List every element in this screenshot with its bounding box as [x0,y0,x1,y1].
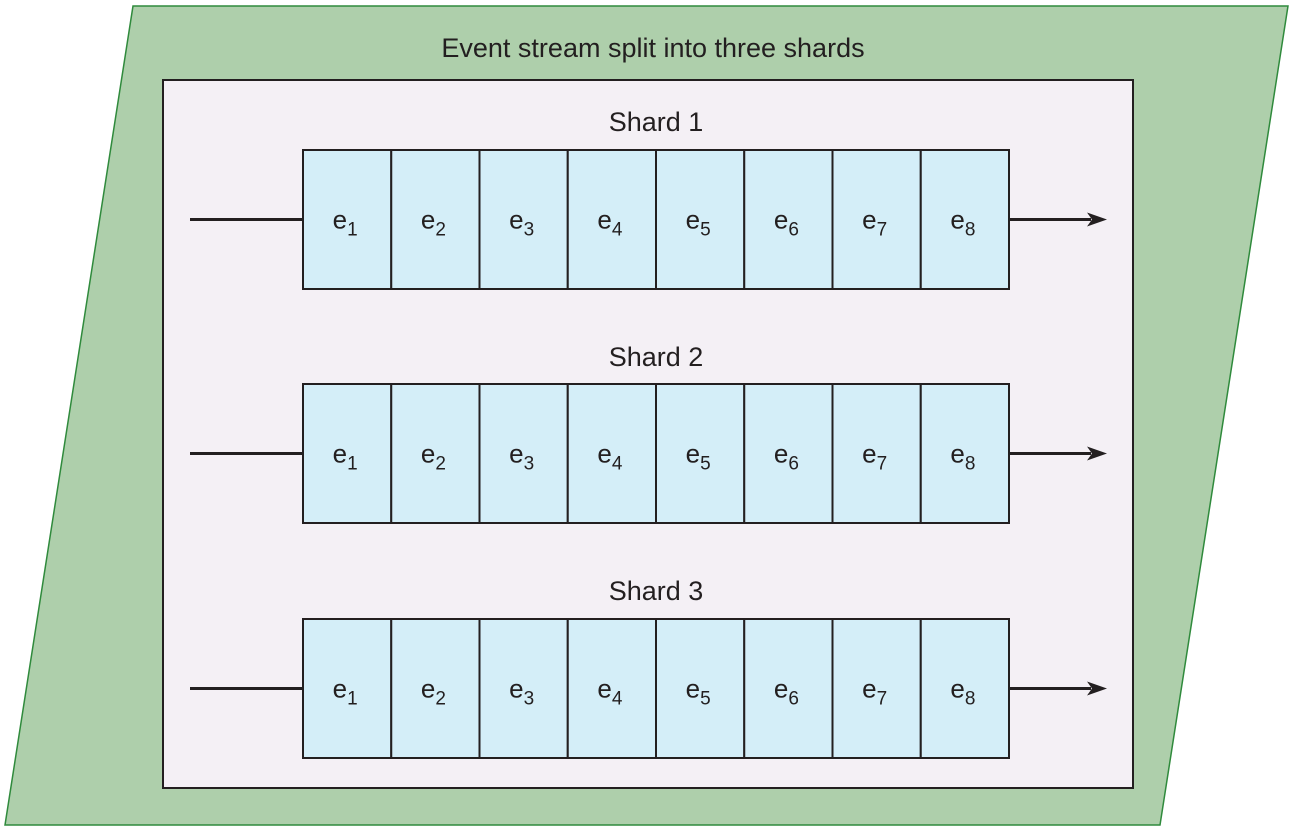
shard-1: Shard 1 e1 e2 e3 e4 e5 e6 e7 e8 [190,107,1107,290]
event-label: e7 [862,674,887,710]
event-label: e6 [774,674,799,710]
event-cell [743,383,834,524]
event-label: e8 [950,674,975,710]
diagram-title: Event stream split into three shards [441,33,864,63]
event-label: e4 [597,439,622,475]
event-label: e1 [333,674,358,710]
shard-2: Shard 2 e1 e2 e3 e4 e5 e6 e7 e8 [190,342,1107,524]
shard-label: Shard 2 [609,342,704,372]
arrow-head-icon [1087,212,1107,227]
event-cell [390,383,481,524]
arrow-head-icon [1087,446,1107,461]
event-cell [831,383,922,524]
shard-label: Shard 1 [609,107,704,137]
event-label: e3 [509,205,534,241]
event-label: e2 [421,439,446,475]
event-cell [919,383,1010,524]
event-label: e3 [509,439,534,475]
event-label: e2 [421,674,446,710]
event-label: e1 [333,439,358,475]
arrow-head-icon [1087,681,1107,696]
event-cell [743,149,834,290]
event-label: e3 [509,674,534,710]
event-label: e6 [774,439,799,475]
event-label: e4 [597,205,622,241]
event-label: e7 [862,439,887,475]
event-label: e8 [950,439,975,475]
event-label: e5 [686,439,711,475]
event-cell [655,149,746,290]
shard-label: Shard 3 [609,576,704,606]
event-label: e2 [421,205,446,241]
event-label: e4 [597,674,622,710]
event-cell [831,618,922,759]
event-cell [831,149,922,290]
event-label: e6 [774,205,799,241]
event-label: e8 [950,205,975,241]
event-label: e5 [686,674,711,710]
event-cell [919,149,1010,290]
event-cell [566,149,657,290]
event-cell [655,618,746,759]
event-cell [566,618,657,759]
event-cell [478,618,569,759]
event-cell [919,618,1010,759]
event-cell [478,383,569,524]
event-cell [655,383,746,524]
event-label: e1 [333,205,358,241]
event-cell [302,383,393,524]
event-cell [566,383,657,524]
event-cell [302,618,393,759]
event-cell [478,149,569,290]
shard-3: Shard 3 e1 e2 e3 e4 e5 e6 e7 e8 [190,576,1107,759]
event-cell [390,618,481,759]
event-label: e5 [686,205,711,241]
event-label: e7 [862,205,887,241]
